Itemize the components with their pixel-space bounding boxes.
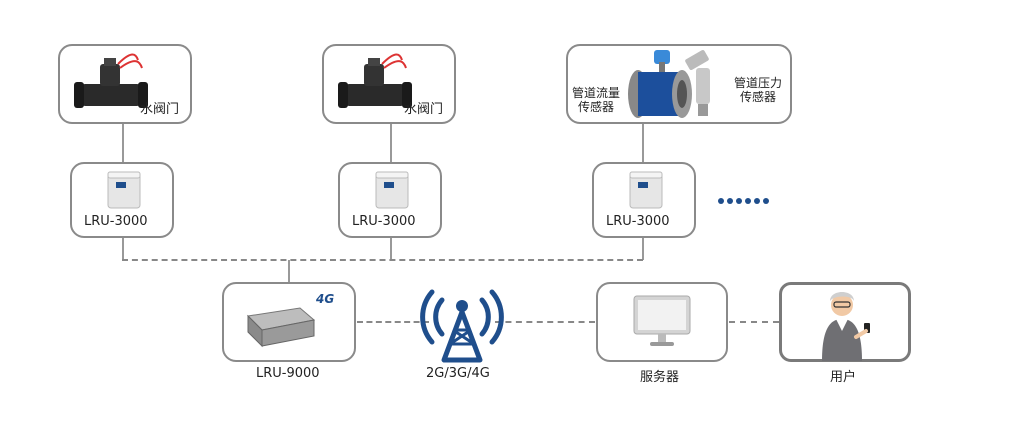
user-label: 用户 (830, 370, 857, 385)
lru3000-box-2: LRU-3000 (338, 162, 442, 238)
user-box (779, 282, 911, 362)
flow-sensor-icon (628, 50, 692, 118)
valve-box-1: 水阀门 (58, 44, 192, 124)
lru3000-label-1: LRU-3000 (84, 214, 148, 229)
lru3000-label-3: LRU-3000 (606, 214, 670, 229)
cell-tower-icon (420, 289, 504, 363)
valve-label-1: 水阀门 (140, 102, 180, 117)
link-tower-server (495, 321, 595, 323)
server-box (596, 282, 728, 362)
lru9000-box: 4G (222, 282, 356, 362)
field-bus-line (122, 259, 643, 261)
ellipsis-dot (754, 198, 760, 204)
link-bus-lru9000 (288, 260, 290, 282)
lru3000-box-3: LRU-3000 (592, 162, 696, 238)
solenoid-valve-icon (338, 53, 412, 108)
solenoid-valve-icon (74, 53, 148, 108)
link-sensors-lru3 (642, 124, 644, 162)
ellipsis-dot (727, 198, 733, 204)
network-label: 2G/3G/4G (426, 366, 490, 381)
4g-badge: 4G (316, 292, 335, 306)
link-lru1-bus (122, 238, 124, 260)
valve-box-2: 水阀门 (322, 44, 456, 124)
sensors-box: 管道流量 传感器 管道压力 传感器 (566, 44, 792, 124)
flow-sensor-label: 管道流量 传感器 (572, 86, 621, 114)
ellipsis-dot (718, 198, 724, 204)
lru3000-label-2: LRU-3000 (352, 214, 416, 229)
link-valve2-lru2 (390, 124, 392, 162)
ellipsis-dot (763, 198, 769, 204)
link-lru9000-tower (357, 321, 429, 323)
link-server-user (729, 321, 779, 323)
pressure-sensor-label: 管道压力 传感器 (734, 76, 783, 104)
lru3000-box-1: LRU-3000 (70, 162, 174, 238)
server-label: 服务器 (640, 370, 680, 385)
pressure-sensor-icon (685, 50, 710, 116)
lru3000-device-icon (375, 171, 409, 209)
user-avatar-icon (822, 292, 870, 361)
link-lru3-bus (642, 238, 644, 260)
lru9000-gateway-icon (246, 307, 316, 348)
link-lru2-bus (390, 238, 392, 260)
link-valve1-lru1 (122, 124, 124, 162)
lru3000-device-icon (107, 171, 141, 209)
ellipsis-dot (736, 198, 742, 204)
lru9000-label: LRU-9000 (256, 366, 320, 381)
server-monitor-icon (633, 295, 691, 346)
lru3000-device-icon (629, 171, 663, 209)
ellipsis-dot (745, 198, 751, 204)
valve-label-2: 水阀门 (404, 102, 444, 117)
